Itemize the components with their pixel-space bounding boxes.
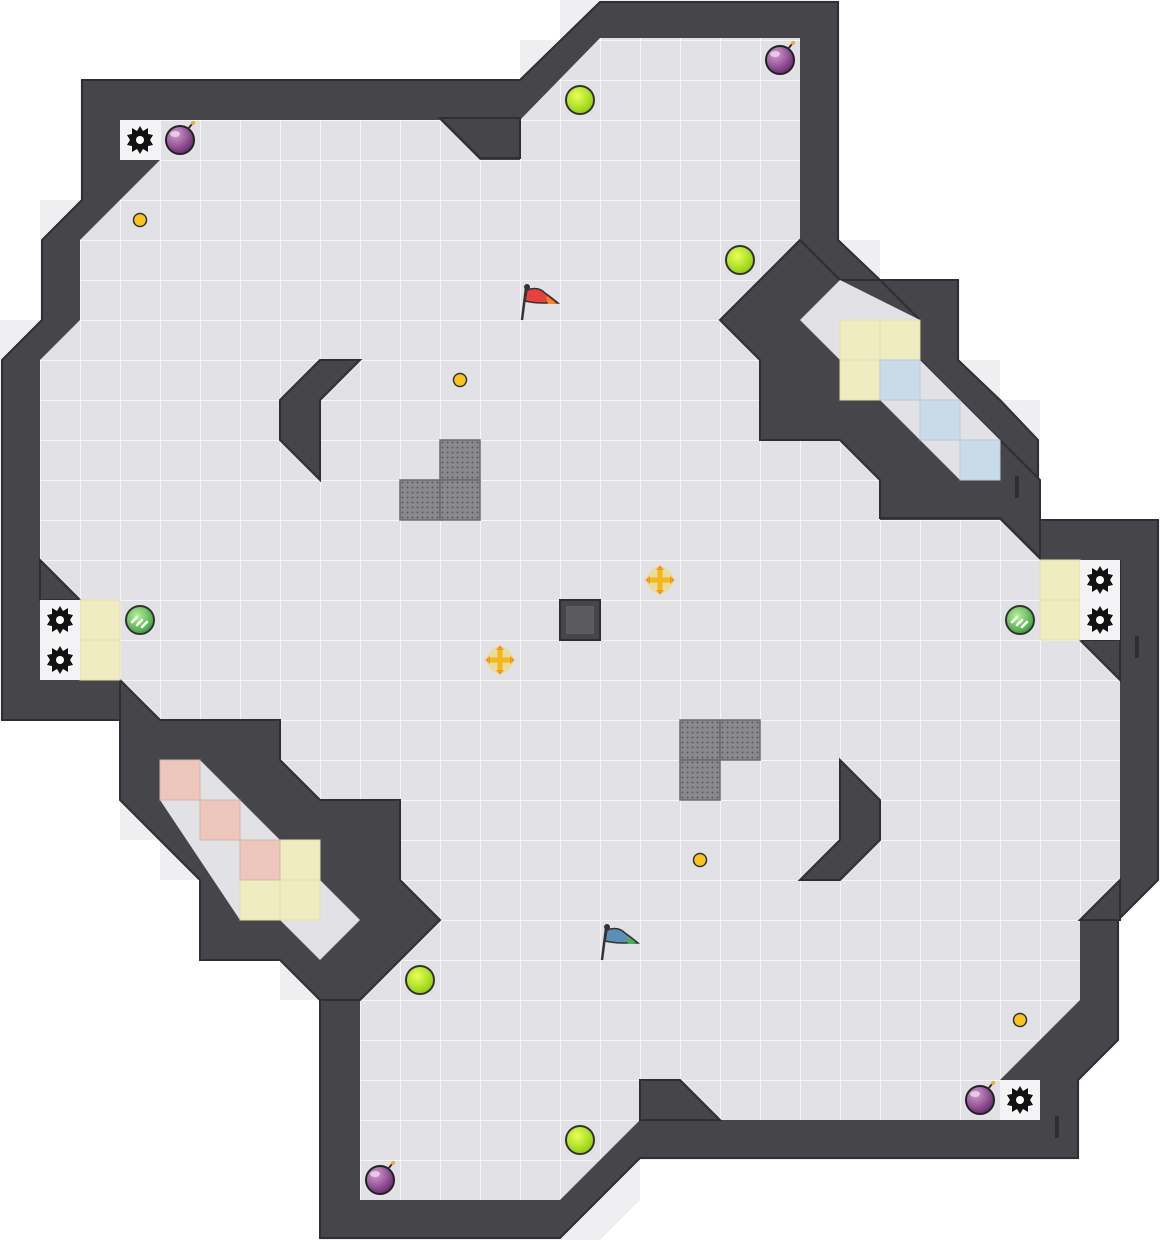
dotted-tiles (399, 439, 761, 801)
center-block (566, 606, 594, 634)
powerup-icon (565, 1125, 595, 1155)
gate-tile (439, 439, 481, 481)
powerup-icon (405, 965, 435, 995)
spawn-dot (692, 852, 708, 868)
blue-flag-icon (600, 924, 641, 961)
powerup-icon (565, 85, 595, 115)
yellow-zone-tiles (79, 319, 1081, 921)
spawn-dot (1012, 1012, 1028, 1028)
gate-tile (399, 479, 441, 521)
spawn-dot (452, 372, 468, 388)
red-zone-tiles (159, 759, 281, 881)
blue-zone-tiles (879, 359, 1001, 481)
spawn-dot (132, 212, 148, 228)
spawn-dots (132, 212, 1028, 1028)
gate-tile (679, 759, 721, 801)
portal-icon (1004, 604, 1036, 636)
gate-marks (1015, 476, 1139, 1138)
gate-tile (719, 719, 761, 761)
portal-icon (124, 604, 156, 636)
gate-tile (439, 479, 481, 521)
gate-tile (679, 719, 721, 761)
red-flag-icon (520, 284, 561, 321)
powerup-icon (725, 245, 755, 275)
